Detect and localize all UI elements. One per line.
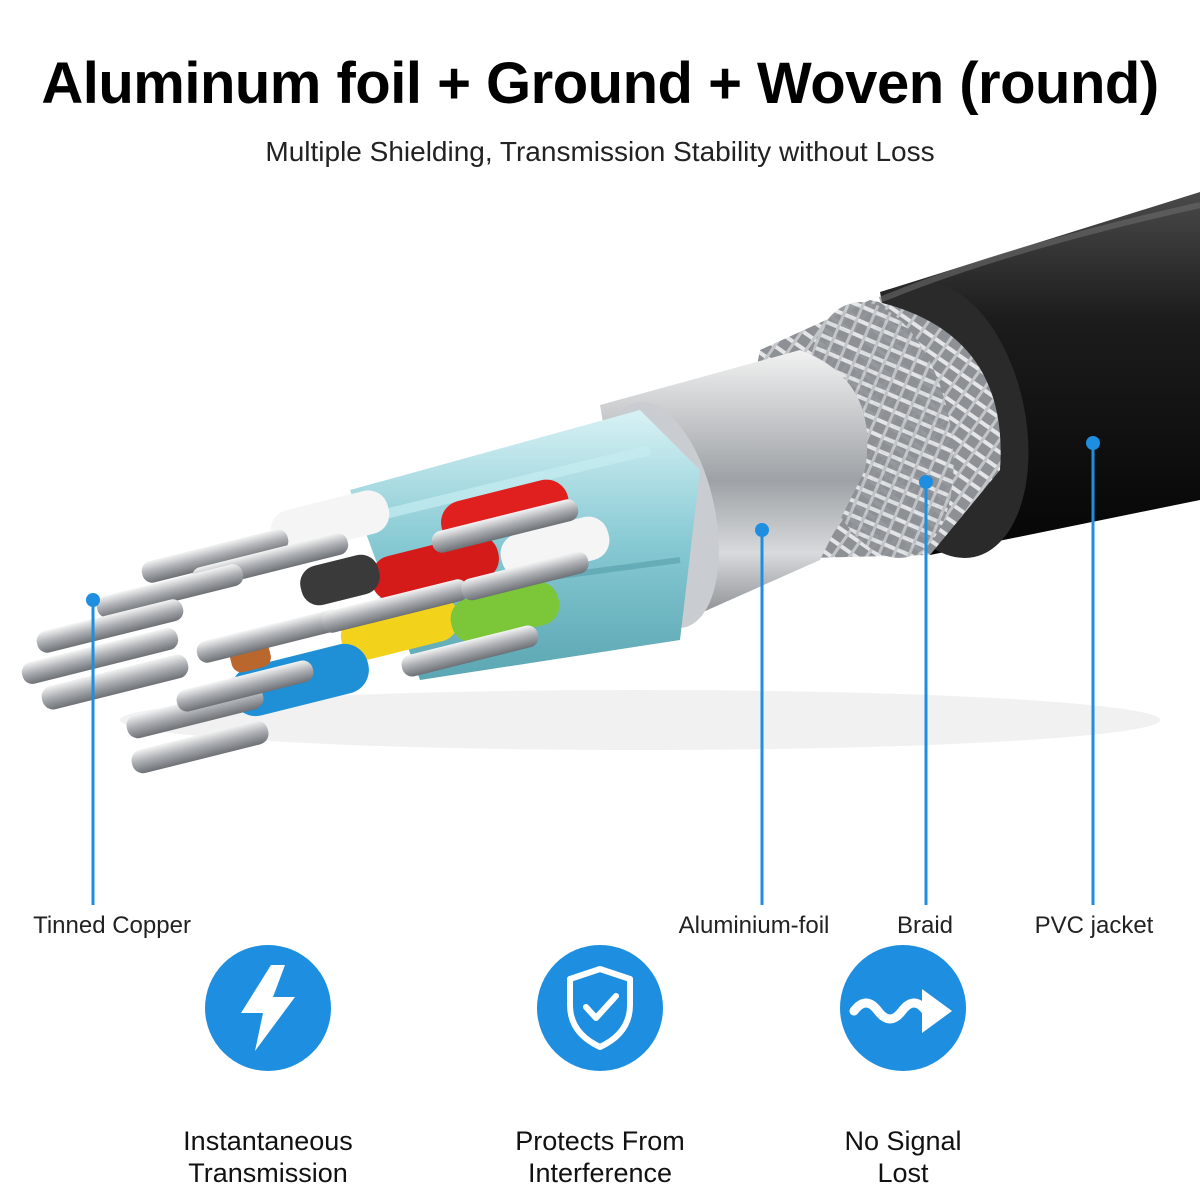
feature-caption-line1: Instantaneous xyxy=(183,1126,353,1156)
feature-caption-line1: Protects From xyxy=(515,1126,685,1156)
feature-no-signal-lost: No Signal Lost xyxy=(783,945,1023,1189)
page-subtitle: Multiple Shielding, Transmission Stabili… xyxy=(265,136,935,167)
callout-tinned-copper: Tinned Copper xyxy=(33,912,191,939)
callout-aluminium-foil: Aluminium-foil xyxy=(678,912,830,939)
feature-caption-line2: Lost xyxy=(877,1158,929,1188)
feature-caption-line2: Interference xyxy=(527,1158,673,1188)
feature-caption-line1: No Signal xyxy=(844,1126,962,1156)
callout-markers xyxy=(86,436,1100,905)
feature-instantaneous-transmission: Instantaneous Transmission xyxy=(148,945,388,1189)
feature-caption-line2: Transmission xyxy=(188,1158,348,1188)
callout-braid: Braid xyxy=(896,912,954,939)
callout-pvc-jacket: PVC jacket xyxy=(1034,912,1154,939)
feature-protects-from-interference: Protects From Interference xyxy=(480,945,720,1189)
wave-arrow-icon xyxy=(840,945,966,1071)
lightning-icon xyxy=(205,945,331,1071)
page-title: Aluminum foil + Ground + Woven (round) xyxy=(41,51,1159,116)
tinned-copper-strands xyxy=(21,499,589,774)
shield-check-icon xyxy=(537,945,663,1071)
